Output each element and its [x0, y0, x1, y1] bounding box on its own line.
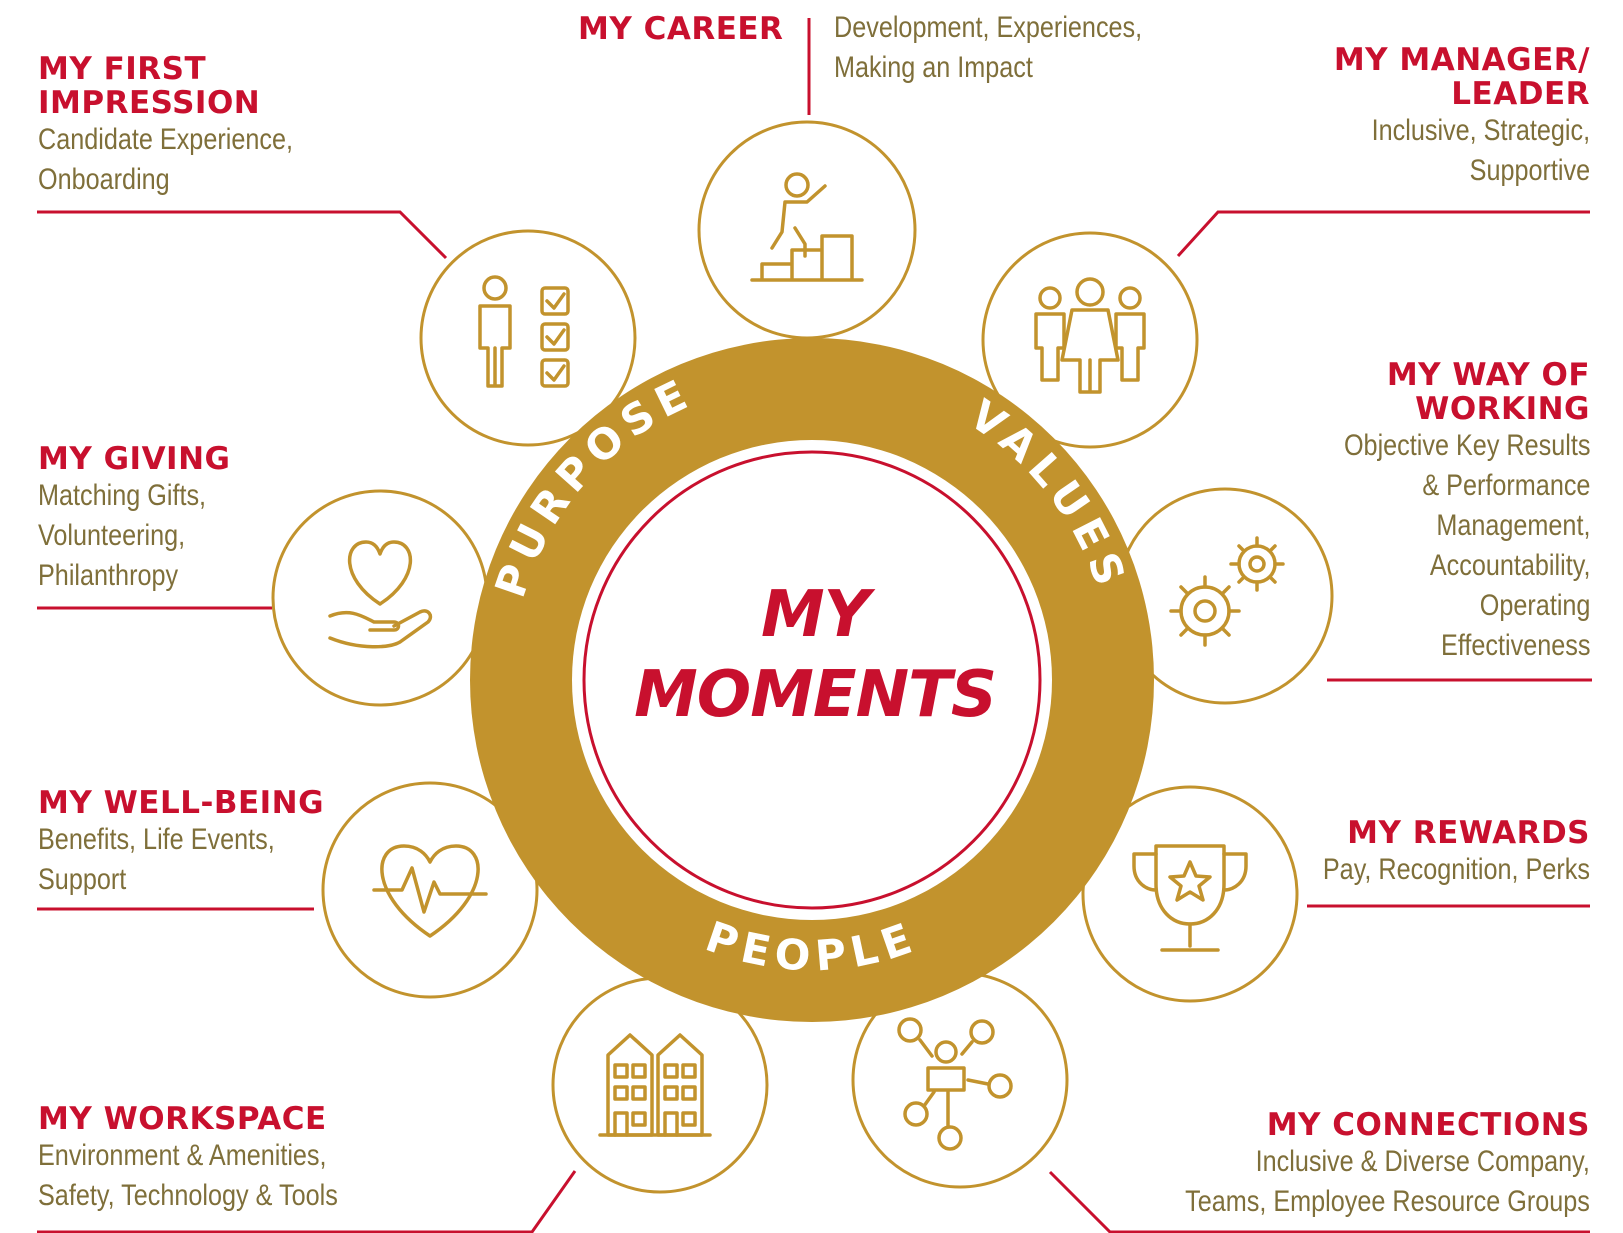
way-of-working-desc-line: Effectiveness — [1440, 629, 1590, 662]
giving-desc-line: Matching Gifts, — [38, 479, 207, 512]
rewards-desc-line: Pay, Recognition, Perks — [1322, 853, 1590, 886]
first-impression-connector — [37, 210, 448, 260]
first-impression-desc-line: Candidate Experience, — [38, 123, 293, 156]
well-being-title: MY WELL-BEING — [38, 785, 325, 821]
way-of-working-desc-line: Operating — [1479, 589, 1590, 622]
manager-desc-line: Inclusive, Strategic, — [1371, 114, 1590, 147]
center-title: MY MOMENTS — [625, 575, 1005, 735]
career-circle — [697, 120, 917, 340]
rewards-title: MY REWARDS — [1347, 815, 1590, 851]
well-being-desc-line: Benefits, Life Events, — [38, 823, 275, 856]
buildings-icon — [598, 1033, 712, 1137]
heartbeat-icon — [372, 844, 488, 938]
rewards-block: MY REWARDS Pay, Recognition, Perks — [1272, 816, 1590, 890]
giving-circle — [271, 489, 489, 707]
connections-connector — [1048, 1170, 1590, 1233]
career-title: MY CAREER — [578, 11, 784, 47]
gears-icon — [1169, 536, 1285, 647]
manager-desc-line: Supportive — [1469, 154, 1590, 187]
center-disc — [572, 440, 1052, 920]
connections-title: MY CONNECTIONS — [1266, 1107, 1590, 1143]
workspace-connector — [37, 1170, 577, 1233]
workspace-desc-line: Safety, Technology & Tools — [38, 1179, 338, 1212]
manager-title-line: MY MANAGER/ — [1333, 42, 1590, 78]
checklist-person-icon — [478, 275, 570, 388]
way-of-working-desc-line: Objective Key Results — [1343, 429, 1590, 462]
connections-block: MY CONNECTIONS Inclusive & Diverse Compa… — [1108, 1108, 1590, 1222]
manager-connector — [1176, 210, 1590, 258]
way-of-working-title-line: WORKING — [1415, 391, 1590, 427]
manager-title-line: LEADER — [1451, 76, 1590, 112]
connector-lines — [37, 18, 1592, 1233]
way-of-working-desc-line: Management, — [1435, 509, 1590, 542]
giving-desc-line: Philanthropy — [38, 559, 179, 592]
manager-block: MY MANAGER/ LEADER Inclusive, Strategic,… — [1330, 43, 1590, 191]
center-red-ring — [582, 450, 1042, 910]
first-impression-circle — [419, 229, 637, 447]
trophy-icon — [1132, 844, 1248, 952]
manager-circle — [981, 231, 1199, 449]
giving-block: MY GIVING Matching Gifts, Volunteering, … — [38, 442, 238, 596]
first-impression-title-line: MY FIRST — [38, 51, 207, 87]
center-title-line1: MY — [760, 578, 870, 652]
giving-title: MY GIVING — [38, 441, 231, 477]
giving-desc-line: Volunteering, — [38, 519, 186, 552]
way-of-working-title-line: MY WAY OF — [1386, 357, 1590, 393]
heart-hand-icon — [328, 540, 433, 649]
workspace-title: MY WORKSPACE — [38, 1101, 327, 1137]
team-leader-icon — [1034, 277, 1146, 394]
career-steps-icon — [750, 172, 864, 282]
well-being-block: MY WELL-BEING Benefits, Life Events, Sup… — [38, 786, 324, 900]
first-impression-desc-line: Onboarding — [38, 163, 170, 196]
connections-desc-line: Inclusive & Diverse Company, — [1255, 1145, 1590, 1178]
way-of-working-block: MY WAY OF WORKING Objective Key Results … — [1297, 358, 1590, 666]
center-title-line2: MOMENTS — [634, 658, 997, 732]
well-being-desc-line: Support — [38, 863, 127, 896]
first-impression-title-line: IMPRESSION — [38, 85, 261, 121]
way-of-working-desc-line: Accountability, — [1429, 549, 1590, 582]
way-of-working-desc-line: & Performance — [1421, 469, 1590, 502]
first-impression-block: MY FIRST IMPRESSION Candidate Experience… — [38, 52, 342, 200]
career-description: Development, Experiences, Making an Impa… — [834, 8, 1201, 88]
career-desc-line: Development, Experiences, — [834, 11, 1143, 44]
connections-desc-line: Teams, Employee Resource Groups — [1185, 1185, 1590, 1218]
career-desc-line: Making an Impact — [834, 51, 1033, 84]
network-icon — [897, 1017, 1013, 1151]
workspace-block: MY WORKSPACE Environment & Amenities, Sa… — [38, 1102, 395, 1216]
workspace-desc-line: Environment & Amenities, — [38, 1139, 327, 1172]
